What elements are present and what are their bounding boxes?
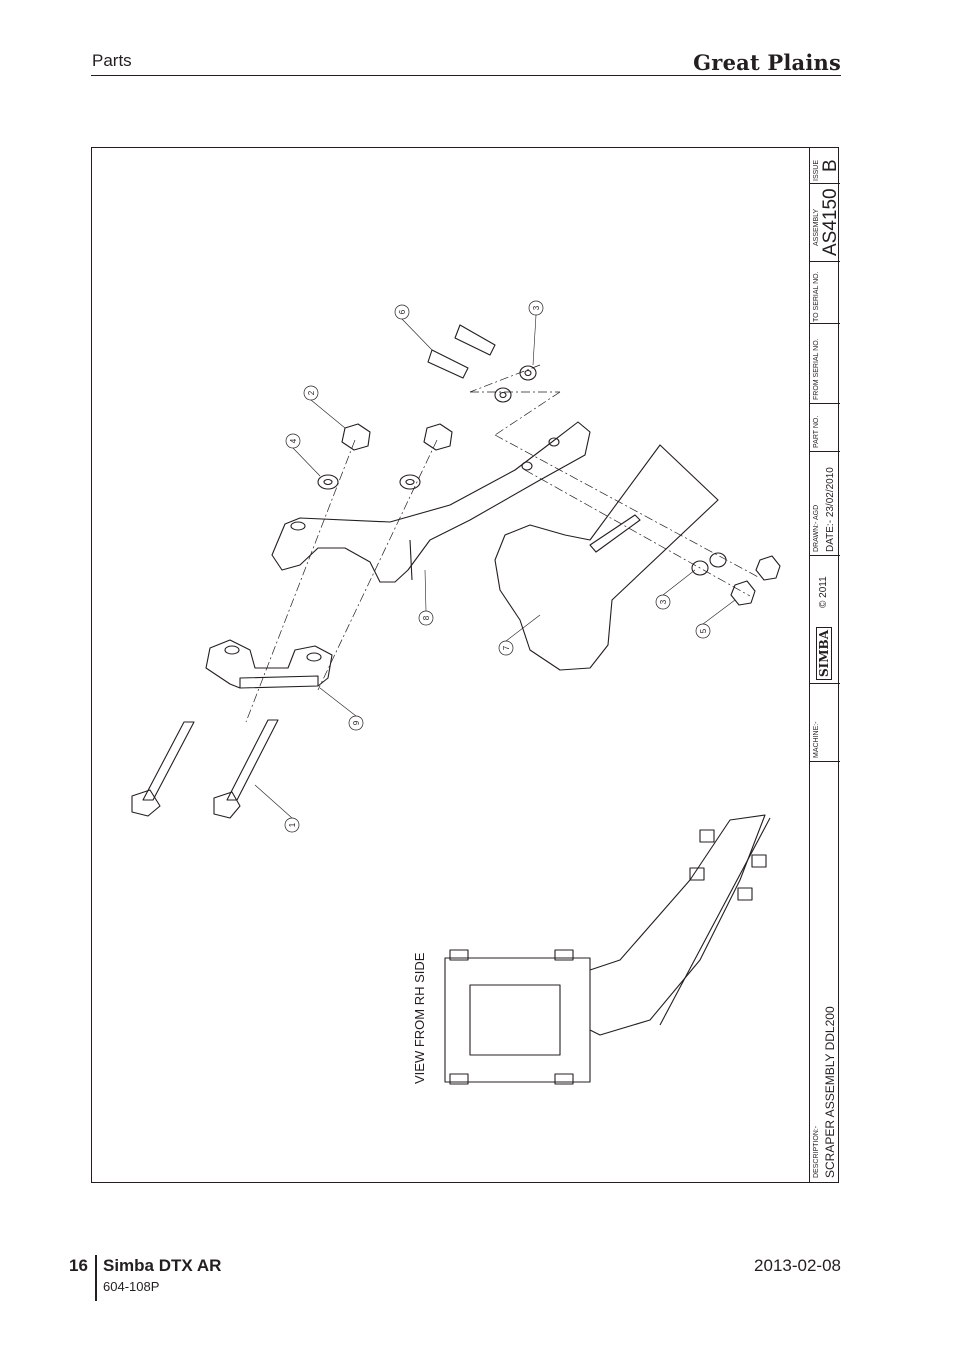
machine-cell: MACHINE:- — [810, 684, 840, 762]
machine-label: MACHINE:- — [813, 721, 820, 758]
callout-3a: 3 — [532, 305, 541, 310]
callout-3b: 3 — [659, 599, 668, 604]
scraper-blade-part-7 — [494, 444, 719, 671]
simba-logo: SIMBA — [816, 626, 832, 680]
parts-exploded-drawing: 6 3 2 4 8 7 3 5 9 1 VIEW FROM RH SIDE — [131, 300, 781, 1085]
from-serial-cell: FROM SERIAL NO. — [810, 324, 840, 404]
hardware — [317, 324, 781, 606]
part-no-label: PART NO. — [813, 415, 820, 448]
issue-value: B — [820, 159, 841, 172]
callout-7: 7 — [502, 645, 511, 650]
callout-5: 5 — [699, 628, 708, 633]
brand-logo: Great Plains — [693, 50, 841, 75]
date-label: DATE:- 23/02/2010 — [825, 467, 836, 552]
product-name: Simba DTX AR — [103, 1256, 222, 1275]
bolts-part-1 — [131, 719, 279, 819]
callout-leaders — [254, 314, 736, 819]
page-number: 16 — [69, 1256, 88, 1275]
logo-cell: SIMBA © 2011 — [810, 556, 840, 684]
assembly-value: AS4150 — [820, 188, 841, 256]
drawing-frame — [91, 147, 839, 1183]
description-value: SCRAPER ASSEMBLY DDL200 — [823, 1006, 837, 1178]
title-block: ISSUE B ASSEMBLY AS4150 TO SERIAL NO. FR… — [809, 148, 841, 1182]
footer-divider — [95, 1255, 97, 1301]
assembly-label: ASSEMBLY — [813, 208, 820, 246]
document-number: 604-108P — [103, 1279, 160, 1294]
bracket-part-9 — [205, 639, 333, 689]
header-rule — [91, 75, 841, 76]
to-serial-label: TO SERIAL NO. — [813, 271, 820, 322]
description-label: DESCRIPTION:- — [813, 1125, 820, 1178]
callout-4: 4 — [289, 438, 298, 443]
from-serial-label: FROM SERIAL NO. — [813, 338, 820, 400]
scraper-arm-part-8 — [271, 421, 591, 583]
drawn-date-cell: DRAWN:- AGD DATE:- 23/02/2010 — [810, 452, 840, 556]
assembly-cell: ASSEMBLY AS4150 — [810, 184, 841, 262]
callout-labels: 6 3 2 4 8 7 3 5 9 1 — [288, 305, 708, 827]
description-cell: DESCRIPTION:- SCRAPER ASSEMBLY DDL200 — [810, 762, 840, 1182]
view-label: VIEW FROM RH SIDE — [412, 952, 427, 1084]
issue-label: ISSUE — [813, 159, 820, 181]
callout-2: 2 — [307, 390, 316, 395]
to-serial-cell: TO SERIAL NO. — [810, 262, 840, 324]
callout-circles — [284, 300, 711, 833]
drawn-label: DRAWN:- AGD — [813, 504, 820, 552]
part-no-cell: PART NO. — [810, 404, 840, 452]
issue-cell: ISSUE B — [810, 148, 841, 184]
callout-1: 1 — [288, 822, 297, 827]
section-label: Parts — [92, 51, 132, 70]
callout-9: 9 — [352, 720, 361, 725]
side-view — [444, 814, 771, 1085]
callout-8: 8 — [422, 615, 431, 620]
document-date: 2013-02-08 — [754, 1256, 841, 1275]
copyright: © 2011 — [818, 576, 829, 608]
assembly-centerlines — [245, 364, 761, 723]
callout-6: 6 — [398, 309, 407, 314]
